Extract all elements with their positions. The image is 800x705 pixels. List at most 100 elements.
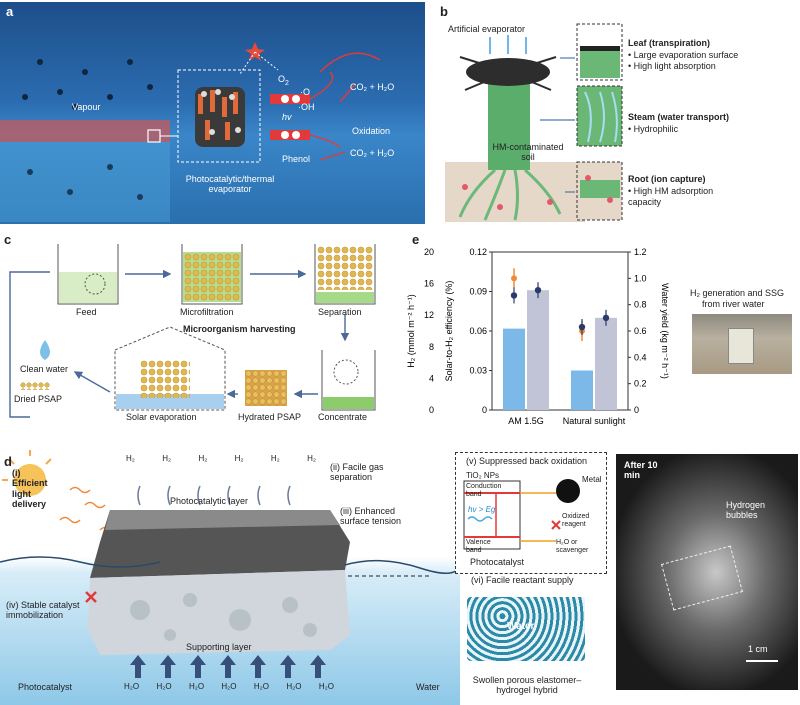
soil-label: HM-contaminated soil bbox=[492, 142, 564, 163]
panel-c: c Feed Microfiltration Separation Microo… bbox=[0, 232, 400, 442]
panel-a-label: a bbox=[6, 4, 14, 19]
leaf-bullet-1: • Large evaporation surface bbox=[628, 50, 739, 60]
inner-tick-label: 0.12 bbox=[469, 247, 487, 257]
inner-tick-label: 0 bbox=[482, 405, 487, 415]
dark-point bbox=[510, 292, 518, 299]
category-label: Natural sunlight bbox=[563, 416, 626, 426]
ylabel-outer: H₂ (mmol m⁻² h⁻¹) bbox=[406, 294, 416, 368]
bubbles-photo: After 10 min Hydrogen bubbles 1 cm bbox=[616, 454, 798, 690]
water-point bbox=[534, 286, 542, 294]
dried-beads bbox=[20, 382, 50, 390]
efficient-label: (i) Efficient light delivery bbox=[12, 468, 48, 510]
right-tick-label: 0.4 bbox=[634, 352, 647, 362]
panel-d: d (i) Efficient light delivery (ii) Faci… bbox=[0, 450, 460, 705]
right-tick-label: 1.0 bbox=[634, 273, 647, 283]
right-tick-label: 0.2 bbox=[634, 379, 647, 389]
o2-text: O bbox=[278, 74, 286, 84]
h2-6: H₂ bbox=[307, 454, 316, 463]
h2o-7: H₂O bbox=[318, 682, 334, 691]
bar-h2 bbox=[503, 328, 525, 410]
stem-bullet-1: • Hydrophilic bbox=[628, 124, 679, 134]
h2-1: H₂ bbox=[126, 454, 135, 463]
h2-row: H₂ H₂ H₂ H₂ H₂ H₂ bbox=[126, 454, 316, 463]
ylabel-inner: Solar-to-H₂ efficiency (%) bbox=[444, 281, 454, 382]
water-label: Water bbox=[416, 682, 440, 692]
o2-sub: 2 bbox=[285, 79, 289, 87]
solar-evaporation-label: Solar evaporation bbox=[126, 412, 197, 422]
panel-b: b Artificial evaporator HM-contaminated … bbox=[440, 2, 800, 224]
bar-h2 bbox=[571, 370, 593, 410]
scale-label: 1 cm bbox=[748, 644, 768, 654]
panel-a-art bbox=[0, 42, 381, 222]
evaporator-label: Photocatalytic/thermal evaporator bbox=[185, 174, 275, 195]
vapour-label: Vapour bbox=[72, 102, 101, 112]
stable-label: (iv) Stable catalyst immobilization bbox=[6, 600, 80, 621]
bar-water bbox=[595, 317, 617, 410]
supporting-label: Supporting layer bbox=[186, 642, 252, 652]
metal-label: Metal bbox=[582, 475, 602, 484]
panel-vi: (vi) Facile reactant supply Water Swolle… bbox=[455, 575, 605, 705]
dark-point bbox=[578, 323, 586, 331]
separation-label: Separation bbox=[318, 307, 362, 317]
river-photo bbox=[692, 314, 792, 374]
bubbles-label: Hydrogen bubbles bbox=[726, 500, 766, 521]
hybrid-block: Water bbox=[467, 597, 585, 661]
h2o-2: H₂O bbox=[156, 682, 172, 691]
micro-beads bbox=[184, 253, 240, 301]
right-tick-label: 0.8 bbox=[634, 300, 647, 310]
scale-bar bbox=[746, 660, 778, 662]
panel-a: a Vapour O2 ·O ·OH CO₂ + H₂O Oxidation h… bbox=[0, 2, 425, 224]
valence-label: Valence band bbox=[466, 539, 491, 555]
water-block-label: Water bbox=[507, 621, 535, 632]
root-bullet-2: capacity bbox=[628, 197, 662, 207]
device bbox=[728, 328, 754, 364]
phenol-label: Phenol bbox=[282, 154, 311, 164]
h2-3: H₂ bbox=[198, 454, 208, 463]
dried-psap-label: Dried PSAP bbox=[14, 394, 63, 404]
outer-tick-label: 8 bbox=[429, 342, 434, 352]
category-label: AM 1.5G bbox=[508, 416, 544, 426]
panel-d-art bbox=[0, 450, 460, 678]
outer-tick-label: 16 bbox=[424, 279, 434, 289]
h2o-row: H₂O H₂O H₂O H₂O H₂O H₂O H₂O bbox=[124, 682, 334, 691]
o2-radical-label: ·O bbox=[300, 87, 310, 97]
h2-2: H₂ bbox=[162, 454, 172, 463]
clean-water-label: Clean water bbox=[20, 364, 69, 374]
h2-4: H₂ bbox=[234, 454, 244, 463]
right-tick-label: 0.6 bbox=[634, 326, 647, 336]
water-point bbox=[602, 314, 610, 322]
solar-beads bbox=[140, 360, 190, 398]
stem-title: Steam (water transport) bbox=[628, 112, 730, 122]
outer-tick-label: 4 bbox=[429, 373, 434, 383]
oxidized-label: Oxidized reagent bbox=[562, 513, 590, 529]
photo-caption-1: H₂ generation and SSG bbox=[690, 288, 785, 298]
band-diagram bbox=[463, 479, 580, 550]
co2-top-label: CO₂ + H₂O bbox=[350, 82, 395, 92]
v-title: (v) Suppressed back oxidation bbox=[466, 456, 588, 466]
feed-label: Feed bbox=[76, 307, 97, 317]
h2o-1: H₂O bbox=[124, 682, 140, 691]
hydrated-beads bbox=[245, 370, 287, 406]
h2o-scav-label: H₂O or scavenger bbox=[556, 539, 589, 555]
concentrate-label: Concentrate bbox=[318, 412, 368, 422]
oxidation-label: Oxidation bbox=[352, 126, 391, 136]
outer-tick-label: 12 bbox=[424, 310, 434, 320]
photocat-label: Photocatalyst bbox=[470, 557, 525, 567]
panel-e-label: e bbox=[412, 232, 420, 247]
right-tick-label: 1.2 bbox=[634, 247, 647, 257]
swollen-label: Swollen porous elastomer–hydrogel hybrid bbox=[472, 675, 582, 696]
outer-tick-label: 0 bbox=[429, 405, 434, 415]
bubble-region bbox=[661, 545, 743, 611]
harvesting-label: Microorganism harvesting bbox=[183, 324, 296, 334]
leaf-title: Leaf (transpiration) bbox=[628, 38, 711, 48]
h2o-6: H₂O bbox=[286, 682, 302, 691]
hv-label: hv bbox=[282, 112, 292, 122]
after-label: After 10 min bbox=[624, 460, 658, 481]
tio2-label: TiO₂ NPs bbox=[466, 471, 500, 480]
o2-label: O2 bbox=[278, 74, 289, 88]
panel-c-label: c bbox=[4, 232, 12, 247]
panel-e-chart: 2016128400.120.090.060.0301.21.00.80.60.… bbox=[406, 247, 670, 426]
inner-tick-label: 0.09 bbox=[469, 287, 487, 297]
photo-caption-2: from river water bbox=[702, 299, 765, 309]
